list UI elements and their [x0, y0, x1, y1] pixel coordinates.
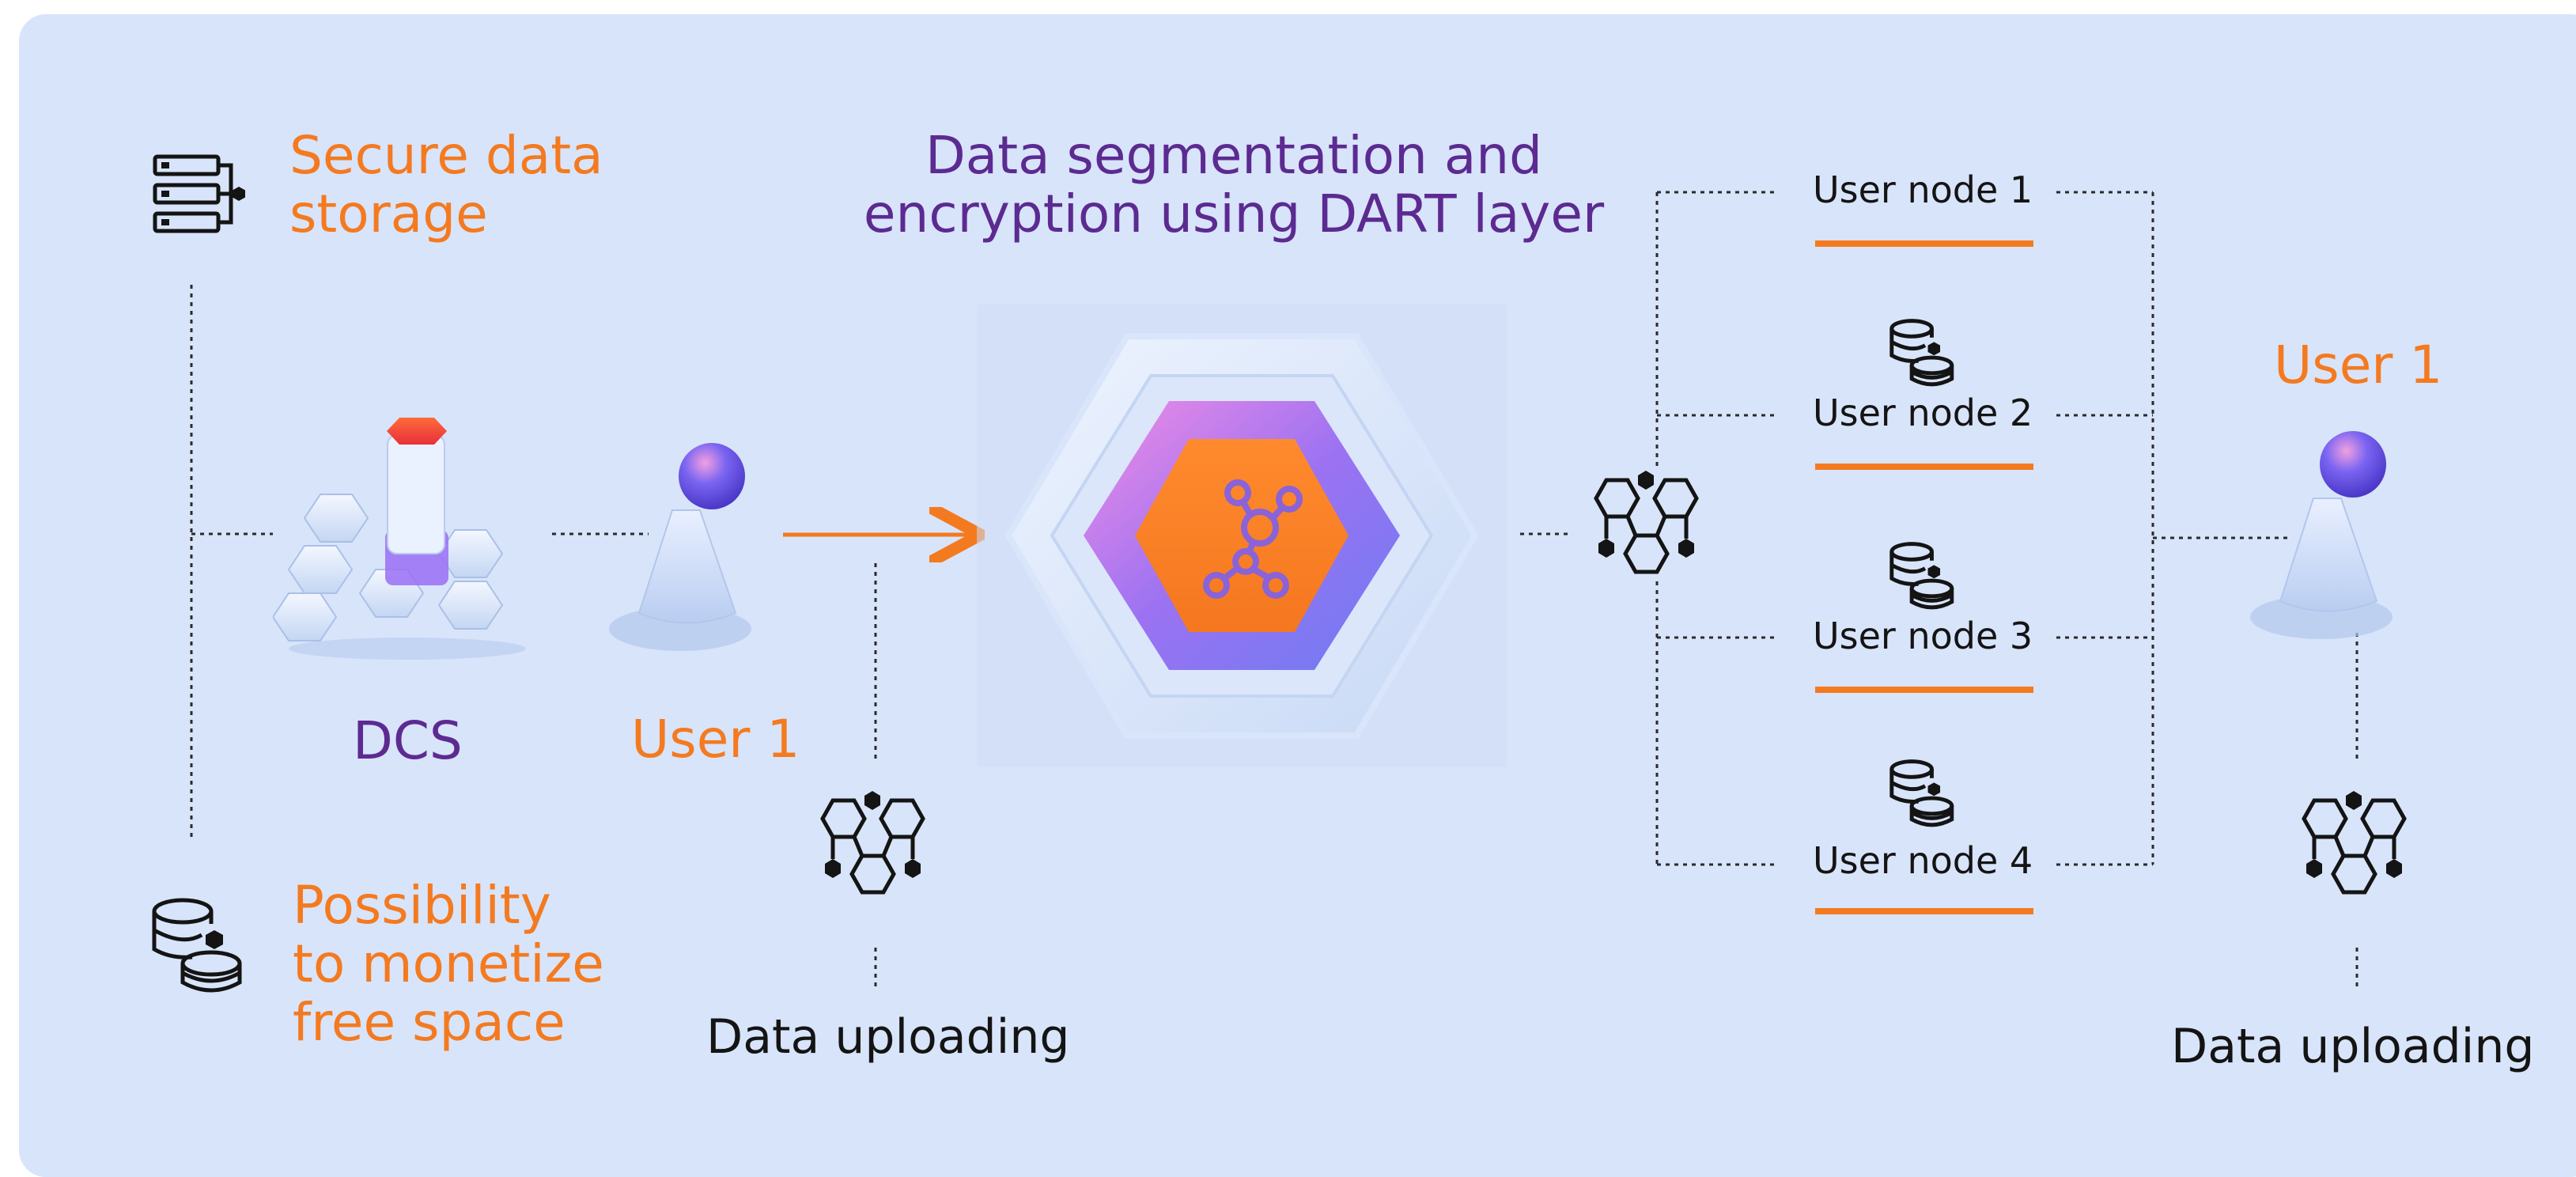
network-honeycomb-icon: [1594, 471, 1699, 574]
database-coins-icon: [152, 898, 242, 993]
honeycomb-icon: [820, 791, 925, 895]
dcs-label: DCS: [353, 710, 463, 771]
network-hub-icon: [1203, 479, 1303, 599]
secure-storage-label: Secure data storage: [289, 127, 603, 244]
dart-core-hexagon: [977, 305, 1507, 767]
secure-storage-line-1: Secure data: [289, 125, 603, 186]
user-node-4-label: User node 4: [1813, 839, 2033, 882]
monetize-line-1: Possibility: [293, 875, 551, 936]
monetize-line-2: to monetize: [293, 933, 604, 994]
server-rack-icon: [153, 154, 245, 233]
dart-layer-title: Data segmentation and encryption using D…: [862, 127, 1606, 244]
database-coins-icon: [1889, 319, 1954, 387]
monetize-label: Possibility to monetize free space: [293, 876, 604, 1052]
dart-title-line-2: encryption using DART layer: [863, 183, 1605, 244]
data-uploading-label: Data uploading: [706, 1009, 1070, 1065]
user-avatar-icon: [2250, 431, 2393, 639]
monetize-line-3: free space: [293, 991, 566, 1053]
user-avatar-icon: [609, 443, 751, 651]
database-coins-icon: [1889, 542, 1954, 610]
user-node-1-underline: [1815, 240, 2033, 247]
right-data-uploading-label: Data uploading: [2171, 1019, 2535, 1074]
user-node-3-underline: [1815, 687, 2033, 693]
user-node-2-label: User node 2: [1813, 392, 2033, 434]
right-user-1-label: User 1: [2274, 335, 2443, 395]
dcs-hex-cluster-icon: [273, 418, 526, 660]
user-1-label: User 1: [631, 709, 800, 770]
honeycomb-icon: [2302, 791, 2407, 895]
user-node-3-label: User node 3: [1813, 615, 2033, 657]
user-node-1-label: User node 1: [1813, 168, 2033, 211]
database-coins-icon: [1889, 759, 1954, 827]
secure-storage-line-2: storage: [289, 183, 488, 244]
user-node-2-underline: [1815, 464, 2033, 470]
dart-title-line-1: Data segmentation and: [925, 125, 1543, 186]
user-node-4-underline: [1815, 908, 2033, 914]
